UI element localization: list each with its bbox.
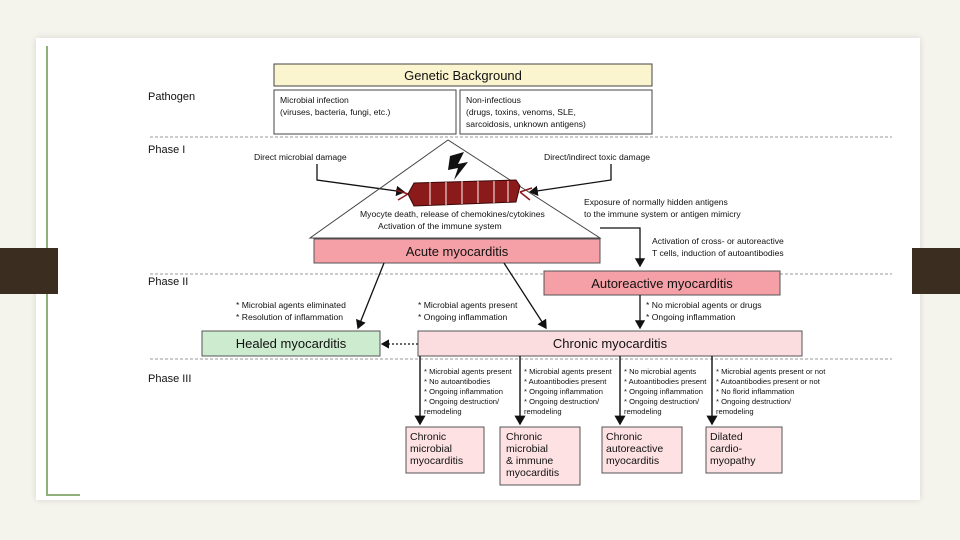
svg-text:myocarditis: myocarditis — [506, 467, 559, 479]
mid-bullet-2: * Ongoing inflammation — [418, 312, 508, 322]
acute-myocarditis-label: Acute myocarditis — [406, 244, 509, 259]
svg-text:* Microbial agents present or: * Microbial agents present or not — [716, 367, 826, 376]
svg-text:cardio-: cardio- — [710, 443, 743, 455]
outcome-column-1: * Microbial agents present * No autoanti… — [405, 356, 513, 474]
myocarditis-diagram: Pathogen Phase I Phase II Phase III Gene… — [148, 63, 892, 486]
dilated-cardiomyopathy-box — [705, 426, 783, 474]
left-tab-decoration — [0, 248, 58, 294]
svg-text:microbial: microbial — [410, 443, 452, 455]
genetic-background-box — [273, 63, 653, 87]
exposure-antigens-label: Exposure of normally hidden antigens — [584, 197, 728, 207]
svg-text:* Autoantibodies present: * Autoantibodies present — [524, 377, 607, 386]
svg-text:* Ongoing destruction/: * Ongoing destruction/ — [424, 397, 500, 406]
svg-text:* Ongoing destruction/: * Ongoing destruction/ — [524, 397, 600, 406]
chronic-autoreactive-box — [601, 426, 683, 474]
microbial-infection-box — [273, 89, 457, 135]
phase-label-3: Phase III — [148, 373, 191, 385]
myocyte-icon — [395, 179, 533, 207]
svg-text:* Ongoing destruction/: * Ongoing destruction/ — [624, 397, 700, 406]
autoantibodies-label: T cells, induction of autoantibodies — [652, 248, 784, 258]
autoreactive-myocarditis-box — [543, 270, 781, 296]
svg-text:remodeling: remodeling — [716, 407, 754, 416]
microbial-damage-arrow — [316, 164, 406, 197]
phase-label-pathogen: Pathogen — [148, 91, 195, 103]
right-bullet-1: * No microbial agents or drugs — [646, 300, 762, 310]
to-healed-arrow — [356, 262, 385, 330]
healed-myocarditis-box — [201, 330, 381, 357]
chronic-myocarditis-box — [417, 330, 803, 357]
non-infectious-detail-2: sarcoidosis, unknown antigens) — [466, 119, 586, 129]
svg-text:Chronic: Chronic — [410, 431, 446, 443]
svg-text:* Ongoing destruction/: * Ongoing destruction/ — [716, 397, 792, 406]
outcome-column-4: * Microbial agents present or not * Auto… — [705, 356, 826, 474]
figure-panel: Pathogen Phase I Phase II Phase III Gene… — [84, 52, 892, 496]
svg-text:remodeling: remodeling — [424, 407, 462, 416]
svg-text:Chronic: Chronic — [606, 431, 642, 443]
non-infectious-title: Non-infectious — [466, 95, 521, 105]
chronic-myocarditis-label: Chronic myocarditis — [553, 336, 668, 351]
acute-myocarditis-box — [313, 238, 601, 264]
outcome-column-3: * No microbial agents * Autoantibodies p… — [601, 356, 707, 474]
toxic-damage-arrow — [528, 164, 612, 197]
non-infectious-box — [459, 89, 653, 135]
to-chronic-arrow — [503, 262, 547, 330]
left-bullet-1: * Microbial agents eliminated — [236, 300, 346, 310]
lightning-icon — [448, 152, 468, 180]
svg-text:* No florid inflammation: * No florid inflammation — [716, 387, 795, 396]
cross-reactive-label: Activation of cross- or autoreactive — [652, 236, 784, 246]
mid-bullet-1: * Microbial agents present — [418, 300, 518, 310]
toxic-damage-label: Direct/indirect toxic damage — [544, 152, 650, 162]
healed-myocarditis-label: Healed myocarditis — [236, 336, 347, 351]
svg-text:* Ongoing inflammation: * Ongoing inflammation — [524, 387, 603, 396]
svg-text:remodeling: remodeling — [624, 407, 662, 416]
svg-text:myocarditis: myocarditis — [606, 455, 659, 467]
svg-text:autoreactive: autoreactive — [606, 443, 663, 455]
microbial-infection-title: Microbial infection — [280, 95, 349, 105]
svg-text:* Autoantibodies present: * Autoantibodies present — [624, 377, 707, 386]
genetic-background-label: Genetic Background — [404, 68, 522, 83]
svg-text:* No microbial agents: * No microbial agents — [624, 367, 696, 376]
right-tab-decoration — [912, 248, 960, 294]
svg-text:* Microbial agents present: * Microbial agents present — [524, 367, 613, 376]
phase-label-2: Phase II — [148, 276, 188, 288]
phase-i-triangle — [308, 139, 602, 239]
immune-activation-label: Activation of the immune system — [378, 221, 502, 231]
phase-label-1: Phase I — [148, 144, 185, 156]
svg-text:* No autoantibodies: * No autoantibodies — [424, 377, 490, 386]
left-bullet-2: * Resolution of inflammation — [236, 312, 343, 322]
exposure-arrow — [600, 227, 646, 268]
svg-text:& immune: & immune — [506, 455, 553, 467]
right-bullet-2: * Ongoing inflammation — [646, 312, 736, 322]
myocyte-death-label: Myocyte death, release of chemokines/cyt… — [360, 209, 545, 219]
svg-text:* Autoantibodies present or no: * Autoantibodies present or not — [716, 377, 821, 386]
direct-microbial-damage-label: Direct microbial damage — [254, 152, 347, 162]
svg-text:microbial: microbial — [506, 443, 548, 455]
svg-text:myocarditis: myocarditis — [410, 455, 463, 467]
svg-text:myopathy: myopathy — [710, 455, 756, 467]
autoreactive-myocarditis-label: Autoreactive myocarditis — [591, 276, 733, 291]
non-infectious-detail-1: (drugs, toxins, venoms, SLE, — [466, 107, 576, 117]
svg-text:remodeling: remodeling — [524, 407, 562, 416]
outcome-column-2: * Microbial agents present * Autoantibod… — [499, 356, 613, 486]
microbial-infection-detail: (viruses, bacteria, fungi, etc.) — [280, 107, 390, 117]
chronic-microbial-box — [405, 426, 485, 474]
svg-text:* Microbial agents present: * Microbial agents present — [424, 367, 513, 376]
svg-text:* Ongoing inflammation: * Ongoing inflammation — [424, 387, 503, 396]
svg-text:Dilated: Dilated — [710, 431, 743, 443]
chronic-microbial-immune-box — [499, 426, 581, 486]
accent-line-bottom — [46, 494, 80, 496]
svg-text:* Ongoing inflammation: * Ongoing inflammation — [624, 387, 703, 396]
antigen-mimicry-label: to the immune system or antigen mimicry — [584, 209, 741, 219]
svg-text:Chronic: Chronic — [506, 431, 542, 443]
